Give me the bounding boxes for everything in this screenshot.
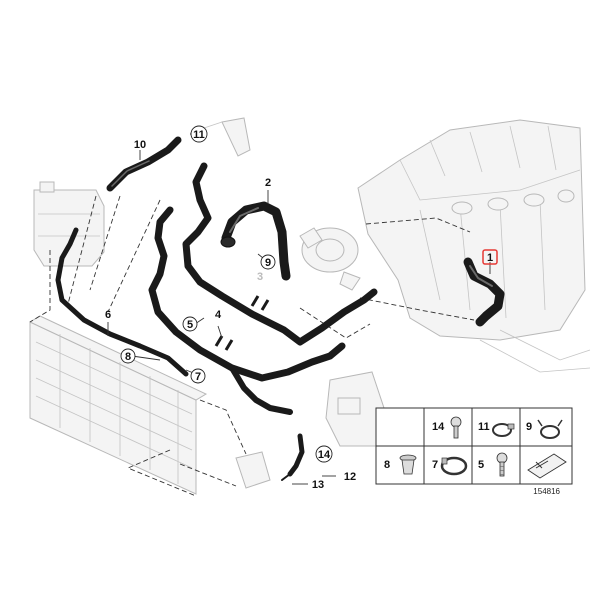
hose-4 bbox=[148, 206, 346, 415]
push-rivet-icon bbox=[399, 454, 417, 475]
callout-9[interactable]: 9 bbox=[260, 254, 276, 270]
callout-5-label: 5 bbox=[187, 319, 193, 331]
screw-icon bbox=[496, 452, 508, 477]
hose-5 bbox=[182, 162, 378, 346]
legend-cell-9[interactable]: 9 bbox=[526, 419, 563, 439]
legend-cell-7[interactable]: 7 bbox=[432, 456, 468, 476]
callout-7-label: 7 bbox=[195, 371, 201, 383]
clamp-marks bbox=[214, 295, 270, 351]
legend-num-9: 9 bbox=[526, 421, 532, 433]
callout-13[interactable]: 13 bbox=[312, 479, 324, 491]
callout-11-label: 11 bbox=[193, 129, 205, 141]
callout-1-label: 1 bbox=[487, 252, 493, 264]
callout-10[interactable]: 10 bbox=[134, 139, 146, 151]
dashed-leaders bbox=[29, 195, 475, 497]
engine-block-sketch bbox=[357, 119, 591, 373]
water-pump-sketch bbox=[299, 227, 361, 291]
legend-cell-plate[interactable] bbox=[527, 453, 567, 479]
callout-14[interactable]: 14 bbox=[315, 445, 333, 463]
expansion-tank-sketch bbox=[33, 181, 105, 267]
legend-num-11: 11 bbox=[478, 421, 490, 433]
callout-5[interactable]: 5 bbox=[182, 316, 198, 332]
legend-num-8: 8 bbox=[384, 459, 390, 471]
hose-10 bbox=[106, 136, 182, 192]
callout-6[interactable]: 6 bbox=[105, 309, 111, 321]
parts-legend: 14 11 9 8 bbox=[375, 407, 573, 485]
legend-num-14: 14 bbox=[432, 421, 445, 433]
lower-sensor-sketch bbox=[235, 451, 271, 489]
screw-clip-icon bbox=[450, 416, 462, 439]
callout-2[interactable]: 2 bbox=[265, 177, 271, 189]
legend-cell-11[interactable]: 11 bbox=[478, 421, 515, 437]
callout-7[interactable]: 7 bbox=[190, 368, 206, 384]
spring-clamp-icon bbox=[537, 419, 563, 439]
callout-8-label: 8 bbox=[125, 351, 131, 363]
hose-2 bbox=[220, 201, 291, 281]
band-clamp-icon bbox=[440, 456, 468, 476]
upper-stub-sketch bbox=[203, 117, 251, 157]
callout-11[interactable]: 11 bbox=[190, 125, 208, 143]
callout-1[interactable]: 1 bbox=[482, 249, 498, 265]
legend-cell-8[interactable]: 8 bbox=[384, 454, 417, 475]
callout-8[interactable]: 8 bbox=[120, 348, 136, 364]
document-number: 154816 bbox=[533, 487, 560, 496]
callout-3[interactable]: 3 bbox=[257, 271, 263, 283]
callout-9-label: 9 bbox=[265, 257, 271, 269]
mounting-plate-icon bbox=[527, 453, 567, 479]
radiator-sketch bbox=[28, 315, 208, 495]
hose-clamp-icon bbox=[492, 423, 515, 437]
hose-1 bbox=[463, 257, 505, 327]
legend-num-7: 7 bbox=[432, 459, 438, 471]
legend-num-5: 5 bbox=[478, 459, 484, 471]
legend-cell-14[interactable]: 14 bbox=[432, 416, 462, 439]
callout-12[interactable]: 12 bbox=[344, 471, 356, 483]
hose-6 bbox=[55, 227, 189, 377]
hose-12 bbox=[281, 433, 305, 481]
legend-cell-5[interactable]: 5 bbox=[478, 452, 508, 477]
callout-4[interactable]: 4 bbox=[215, 309, 222, 321]
callout-14-label: 14 bbox=[318, 449, 331, 461]
